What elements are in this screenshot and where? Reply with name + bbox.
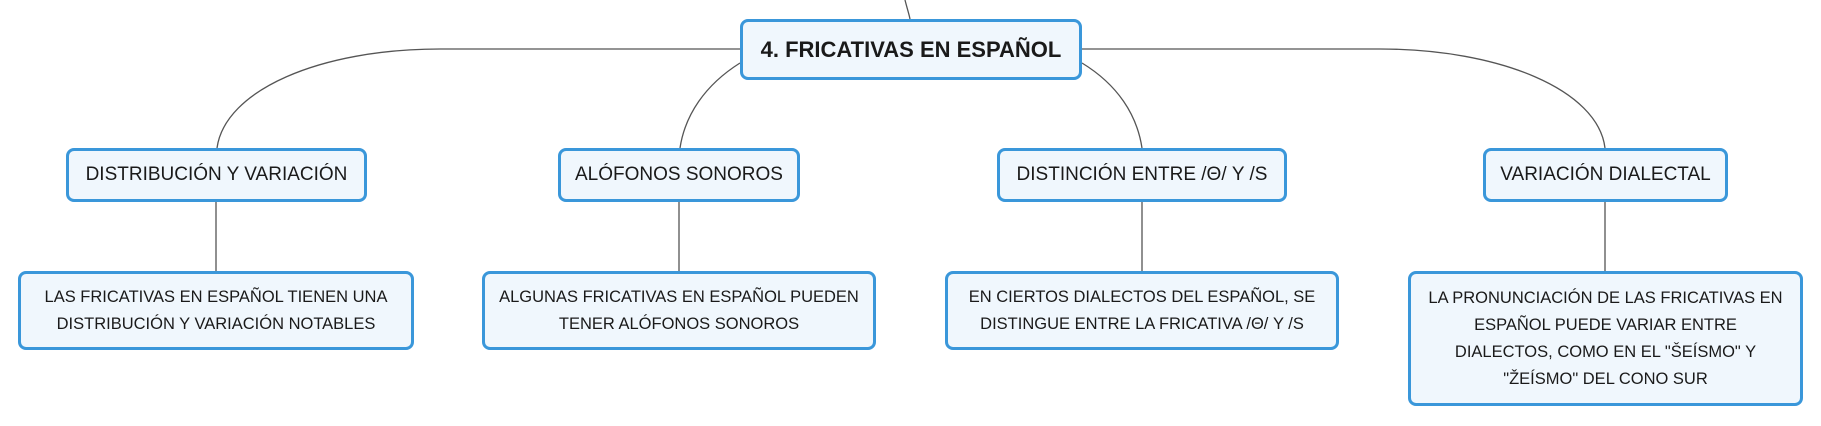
topic-label: ALÓFONOS SONOROS	[575, 164, 783, 185]
detail-node-distincion[interactable]: EN CIERTOS DIALECTOS DEL ESPAÑOL, SE DIS…	[945, 271, 1339, 350]
detail-text: LAS FRICATIVAS EN ESPAÑOL TIENEN UNA DIS…	[44, 287, 388, 333]
connector-root-to-topic-1	[216, 48, 740, 149]
topic-node-distribucion[interactable]: DISTRIBUCIÓN Y VARIACIÓN	[66, 148, 367, 202]
topic-label: VARIACIÓN DIALECTAL	[1500, 164, 1711, 185]
topic-label: DISTRIBUCIÓN Y VARIACIÓN	[85, 164, 348, 185]
detail-text: EN CIERTOS DIALECTOS DEL ESPAÑOL, SE DIS…	[968, 287, 1316, 333]
detail-node-alofonos[interactable]: ALGUNAS FRICATIVAS EN ESPAÑOL PUEDEN TEN…	[482, 271, 876, 350]
detail-node-distribucion[interactable]: LAS FRICATIVAS EN ESPAÑOL TIENEN UNA DIS…	[18, 271, 414, 350]
detail-text: LA PRONUNCIACIÓN DE LAS FRICATIVAS EN ES…	[1428, 288, 1783, 388]
topic-node-distincion[interactable]: DISTINCIÓN ENTRE /Θ/ Y /S	[997, 148, 1287, 202]
connector-root-to-topic-3	[1081, 62, 1143, 149]
connector-root-to-topic-2	[679, 62, 741, 149]
topic-node-variacion-dialectal[interactable]: VARIACIÓN DIALECTAL	[1483, 148, 1728, 202]
connector-parent-to-root	[904, 0, 911, 20]
topic-node-alofonos[interactable]: ALÓFONOS SONOROS	[558, 148, 800, 202]
detail-text: ALGUNAS FRICATIVAS EN ESPAÑOL PUEDEN TEN…	[499, 287, 859, 333]
root-node[interactable]: 4. FRICATIVAS EN ESPAÑOL	[740, 19, 1082, 80]
connector-root-to-topic-4	[1082, 48, 1606, 149]
topic-label: DISTINCIÓN ENTRE /Θ/ Y /S	[1016, 164, 1268, 185]
root-label: 4. FRICATIVAS EN ESPAÑOL	[760, 36, 1062, 62]
detail-node-variacion-dialectal[interactable]: LA PRONUNCIACIÓN DE LAS FRICATIVAS EN ES…	[1408, 271, 1803, 406]
